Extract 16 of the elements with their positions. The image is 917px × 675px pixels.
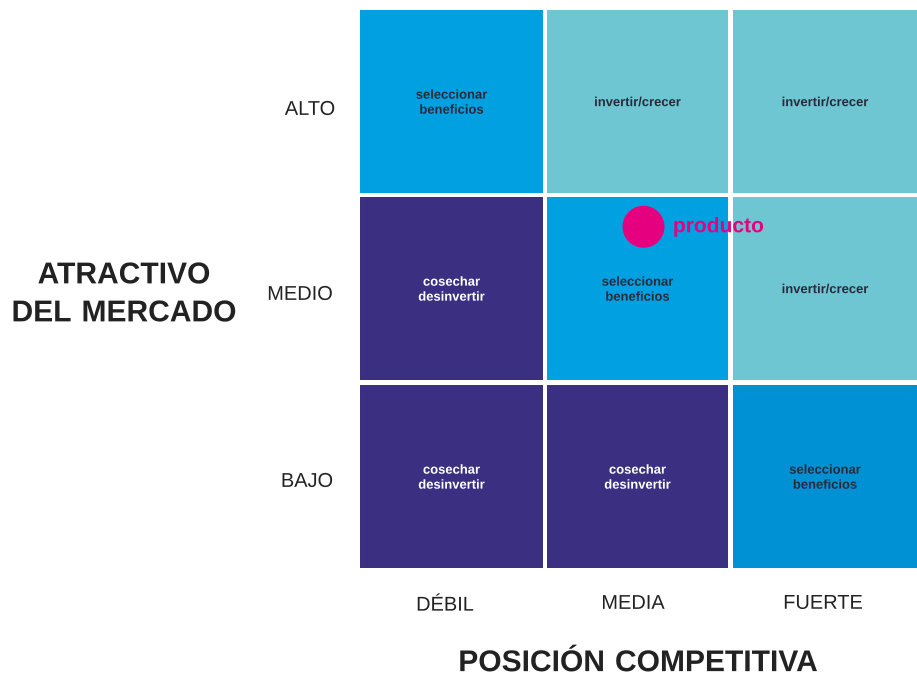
row-label: BAJO — [282, 472, 332, 488]
row-label: ALTO — [284, 100, 334, 116]
row-label: MEDIO — [268, 286, 332, 300]
strategy-cell: invertir/crecer — [733, 10, 917, 193]
column-label: DÉBIL — [418, 593, 474, 611]
column-label: FUERTE — [784, 595, 862, 609]
strategy-cell: invertir/crecer — [547, 10, 728, 193]
axis-title: ATRACTIVO DEL MERCADO — [14, 262, 236, 322]
strategy-cell: cosechar desinvertir — [360, 385, 543, 568]
strategy-cell: seleccionar beneficios — [360, 10, 543, 193]
strategy-cell: cosechar desinvertir — [360, 197, 543, 380]
product-dot — [622, 206, 664, 248]
column-label: MEDIA — [602, 595, 665, 609]
strategy-cell: cosechar desinvertir — [547, 385, 728, 568]
axis-title: POSICIÓN COMPETITIVA — [460, 644, 817, 672]
strategy-cell: seleccionar beneficios — [733, 385, 917, 568]
